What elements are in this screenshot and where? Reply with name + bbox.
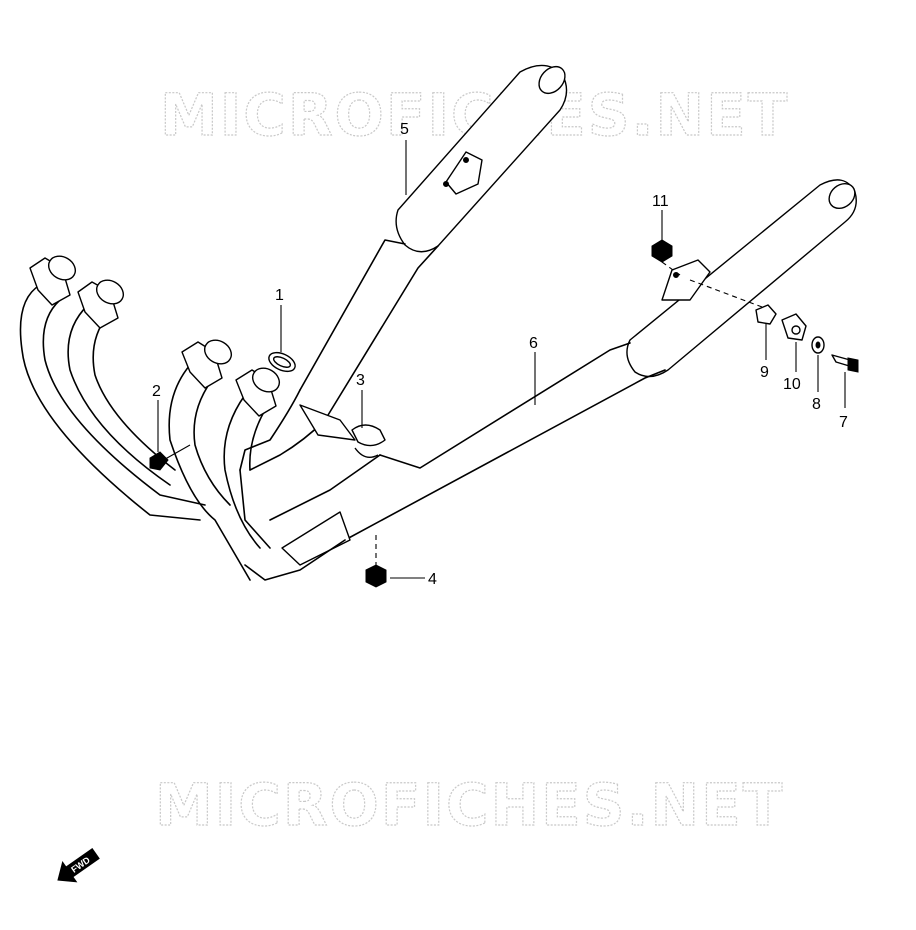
fwd-arrow-icon: FWD [57,848,100,883]
part-bolt-4 [365,535,387,588]
part-gasket [268,351,296,373]
callout-9: 9 [760,364,769,381]
callout-6: 6 [529,335,538,352]
callout-5: 5 [400,121,409,138]
part-cushion-10 [781,313,807,341]
part-bolt-7 [831,354,859,373]
collector-pipes [239,389,381,581]
callout-4: 4 [428,571,437,588]
header-pipes [19,284,266,581]
muffler-upper [299,64,568,421]
callout-leaders [157,140,846,579]
muffler-lower [344,179,857,541]
callout-11: 11 [652,193,669,210]
part-washer-8 [811,336,825,354]
callout-10: 10 [783,376,801,393]
callout-3: 3 [356,372,365,389]
callout-7: 7 [839,414,848,431]
callout-1: 1 [275,287,284,304]
callout-2: 2 [152,383,161,400]
header-flanges [29,255,281,417]
part-bush-9 [755,304,777,325]
callout-8: 8 [812,396,821,413]
part-clamp [351,424,386,458]
watermark-bottom: MICROFICHES.NET [155,771,784,839]
part-stud-bolt [149,444,191,471]
